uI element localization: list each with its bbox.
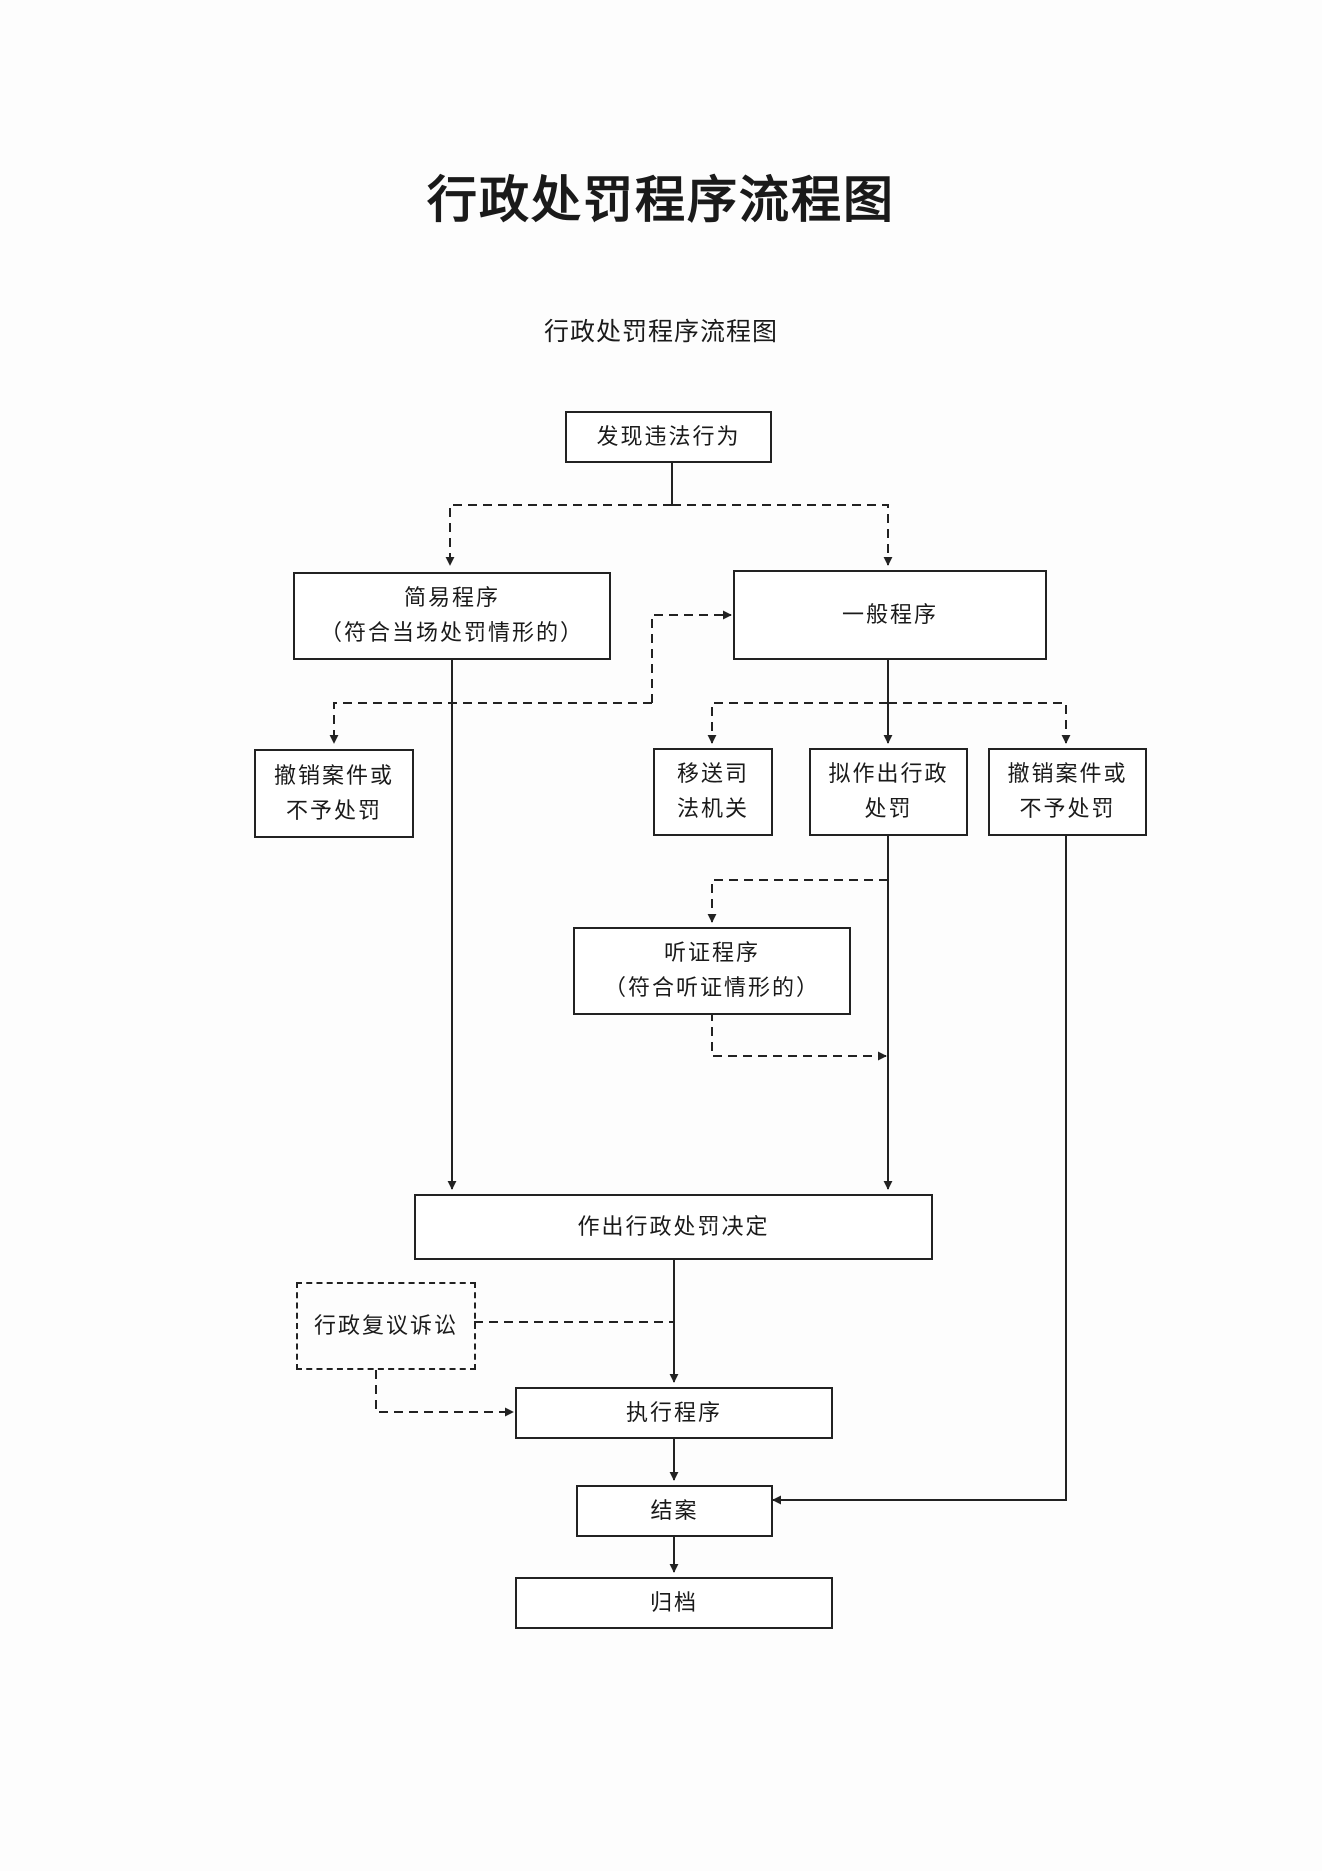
page-title: 行政处罚程序流程图	[427, 170, 895, 229]
node-label-line: （符合听证情形的）	[603, 976, 820, 1001]
node-label-line: 处罚	[864, 797, 913, 822]
edge-general-to-revoke-right	[888, 702, 1071, 744]
node-label-line: （符合当场处罚情形的）	[319, 621, 584, 646]
edge-discover-to-simple	[445, 504, 672, 566]
edge-general-to-transfer	[707, 702, 888, 744]
edge-simple-to-revoke-left	[329, 702, 652, 744]
node-label-line: 归档	[649, 1590, 698, 1616]
node-simple: 简易程序 （符合当场处罚情形的）	[293, 572, 611, 660]
node-label-line: 移送司	[676, 762, 749, 787]
edge-simple-to-general	[651, 610, 732, 703]
node-label-line: 不予处罚	[285, 798, 382, 824]
node-label-line: 撤销案件或	[1007, 762, 1128, 787]
node-review: 行政复议诉讼	[296, 1282, 476, 1370]
node-label-line: 不予处罚	[1019, 797, 1116, 822]
node-label-line: 行政复议诉讼	[313, 1313, 458, 1339]
edge-discover-to-general	[672, 504, 893, 566]
node-label-line: 法机关	[676, 797, 749, 822]
node-label-line: 结案	[650, 1498, 699, 1524]
node-general: 一般程序	[733, 570, 1047, 660]
edge-propose-to-hearing	[707, 879, 888, 923]
node-label-line: 执行程序	[625, 1400, 722, 1426]
node-label-line: 简易程序	[403, 586, 500, 611]
edge-hearing-to-decision	[711, 1012, 887, 1061]
edge-revoke-right-to-close	[772, 836, 1067, 1505]
node-label-line: 作出行政处罚决定	[577, 1214, 770, 1240]
node-revoke-right: 撤销案件或不予处罚	[988, 748, 1147, 836]
node-archive: 归档	[515, 1577, 833, 1629]
node-hearing: 听证程序 （符合听证情形的）	[573, 927, 851, 1015]
node-label-line: 拟作出行政	[828, 762, 949, 787]
node-transfer: 移送司法机关	[653, 748, 773, 836]
node-label-line: 撤销案件或	[273, 763, 394, 789]
node-label-line: 听证程序	[663, 941, 760, 966]
node-close: 结案	[576, 1485, 773, 1537]
diagram-subtitle: 行政处罚程序流程图	[543, 317, 778, 346]
node-propose: 拟作出行政处罚	[809, 748, 968, 836]
edge-review-to-execute	[375, 1370, 514, 1417]
node-label-line: 一般程序	[841, 602, 938, 628]
node-label-line: 发现违法行为	[596, 424, 741, 450]
node-decision: 作出行政处罚决定	[414, 1194, 933, 1260]
node-revoke-left: 撤销案件或不予处罚	[254, 749, 414, 838]
node-execute: 执行程序	[515, 1387, 833, 1439]
node-discover: 发现违法行为	[565, 411, 772, 463]
